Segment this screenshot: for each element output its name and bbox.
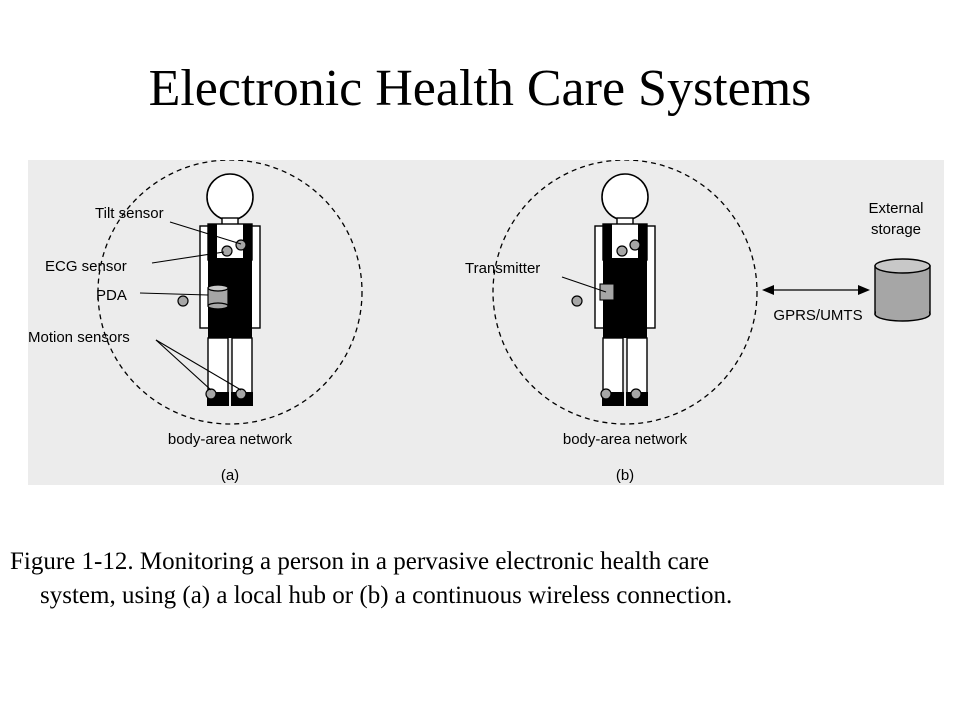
gprs-umts-label: GPRS/UMTS — [773, 307, 862, 324]
transmitter-label: Transmitter — [465, 260, 540, 277]
tilt-sensor-dot — [235, 239, 247, 251]
panel-b-sub-label: (b) — [616, 467, 634, 484]
external-storage-icon — [874, 258, 931, 322]
ecg-sensor-label: ECG sensor — [45, 258, 127, 275]
transmitter-device — [599, 283, 615, 301]
chest-sensor-right-dot — [629, 239, 641, 251]
slide-title: Electronic Health Care Systems — [148, 60, 812, 117]
arm-sensor-b-dot — [571, 295, 583, 307]
panel-a-sub-label: (a) — [221, 467, 239, 484]
transmitter-leader-line — [561, 276, 607, 293]
panel-b: Transmitter body-area network (b) GPRS/U… — [465, 160, 931, 484]
panel-a-network-circle — [97, 160, 363, 425]
tilt-sensor-label: Tilt sensor — [95, 205, 164, 222]
external-storage-label-line2: storage — [871, 221, 921, 238]
motion-sensor-left-dot — [205, 388, 217, 400]
arm-sensor-dot — [177, 295, 189, 307]
external-storage-label-line1: External — [868, 200, 923, 217]
body-area-network-diagram: Tilt sensor ECG sensor PDA Motion sensor… — [28, 160, 931, 484]
caption-line-1: Figure 1-12. Monitoring a person in a pe… — [10, 548, 710, 575]
motion-sensor-right-dot — [235, 388, 247, 400]
panel-a-network-label: body-area network — [168, 431, 293, 448]
panel-b-network-label: body-area network — [563, 431, 688, 448]
pda-label: PDA — [96, 287, 127, 304]
foot-sensor-left-dot — [600, 388, 612, 400]
motion-sensors-label: Motion sensors — [28, 329, 130, 346]
figure-caption: Figure 1-12. Monitoring a person in a pe… — [10, 545, 945, 613]
wireless-link-arrow — [762, 285, 870, 295]
foot-sensor-right-dot — [630, 388, 642, 400]
panel-a: Tilt sensor ECG sensor PDA Motion sensor… — [28, 160, 363, 484]
panel-b-network-circle — [492, 160, 758, 425]
caption-line-2: system, using (a) a local hub or (b) a c… — [40, 582, 733, 609]
pda-device — [207, 284, 229, 310]
ecg-sensor-dot — [221, 245, 233, 257]
chest-sensor-left-dot — [616, 245, 628, 257]
panel-a-leader-lines — [139, 221, 242, 391]
figure-panel: Tilt sensor ECG sensor PDA Motion sensor… — [28, 160, 944, 485]
